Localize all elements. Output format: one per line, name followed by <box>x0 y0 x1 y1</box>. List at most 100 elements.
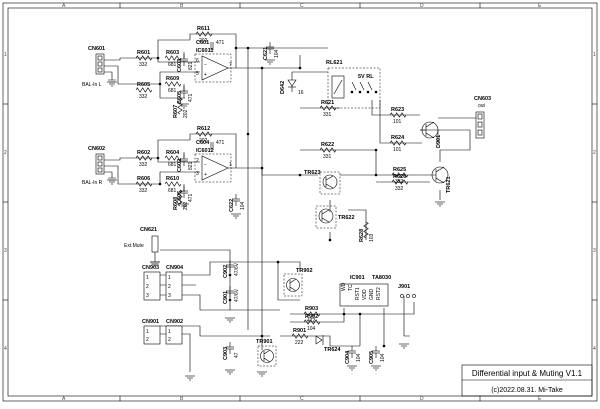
grid-row-2-right: 2 <box>593 150 596 156</box>
cn903-pin-1: 1 <box>146 275 149 281</box>
cn902-pin-2: 2 <box>168 337 171 343</box>
resistor-value: 332 <box>139 188 148 194</box>
junction-dot <box>260 334 264 338</box>
tr623-ref: TR622 <box>338 215 355 221</box>
cn904-pin-1: 1 <box>168 275 171 281</box>
resistor-value: 332 <box>395 179 404 185</box>
connector-cn903-cn904: CN903 CN904 1 2 3 1 2 3 <box>142 265 184 301</box>
capacitor-ref: C605 <box>177 91 183 104</box>
d642-ref: D642 <box>280 81 286 94</box>
junction-dot <box>298 173 302 177</box>
ground-symbol <box>225 369 235 375</box>
capacitor-ref: C904 <box>345 350 351 364</box>
cn902-ref: CN902 <box>166 319 183 325</box>
resistor-value: 331 <box>323 112 332 118</box>
junction-dot <box>298 66 302 70</box>
transistor-tr622: TR621 <box>430 166 452 193</box>
junction-dot <box>158 182 162 186</box>
capacitor-ref: C602 <box>177 159 183 172</box>
junction-dot <box>228 298 232 302</box>
junction-dot <box>342 312 346 316</box>
grid-row-3: 3 <box>4 248 7 254</box>
resistor-ref: R621 <box>321 100 334 106</box>
title-block: Differential input & Muting V1.1 (c)2022… <box>461 364 593 397</box>
junction-dot <box>382 344 386 348</box>
tr621-ref: D901 <box>436 135 442 148</box>
resistor-value: 101 <box>393 119 402 125</box>
junction-dot <box>374 173 378 177</box>
resistor-value: 104 <box>307 326 316 332</box>
connector-j901: J901 <box>398 284 416 298</box>
ground-symbol <box>225 317 235 323</box>
transistor-tr623: TR622 <box>315 205 355 229</box>
ic6011-plus: + <box>204 72 207 78</box>
grid-row-1: 1 <box>4 52 7 58</box>
grid-col-b-bottom: B <box>180 396 184 402</box>
resistor-value: 332 <box>139 94 148 100</box>
ic6011-pin-5: 5 <box>196 71 199 77</box>
resistor-ref: R612 <box>197 126 210 132</box>
grid-col-e: E <box>538 3 542 9</box>
ground-symbol <box>257 371 267 377</box>
resistor-ref: R602 <box>137 150 150 156</box>
capacitor-value: 821 <box>188 61 194 70</box>
grid-col-a: A <box>62 3 66 9</box>
ground-layer <box>107 59 445 381</box>
resistor-ref: R608 <box>173 197 179 210</box>
relay-rl621: RL621 5V RL <box>326 60 381 109</box>
junction-dot <box>260 166 264 170</box>
resistor-value: 222 <box>295 340 304 346</box>
resistor-value: 332 <box>139 162 148 168</box>
resistor-ref: R622 <box>321 142 334 148</box>
junction-dot <box>228 273 232 277</box>
grid-col-d-bottom: D <box>420 396 424 402</box>
resistor-ref: R611 <box>197 26 210 32</box>
junction-dot <box>156 56 160 60</box>
ground-symbol <box>435 201 445 207</box>
connector-cn602: CN602 BAL-In R <box>82 146 116 186</box>
resistor-r602: R602 332 <box>135 150 153 168</box>
ic6012-plus: + <box>204 172 207 178</box>
tr901-ref: TR901 <box>256 339 273 345</box>
ic901-pin-rst1: RST1 <box>355 287 361 300</box>
capacitor-ref: C905 <box>369 351 375 364</box>
ic901-pin-rst2: RST2 <box>376 287 382 300</box>
grid-row-4: 4 <box>4 346 7 352</box>
tr902-ref: TR902 <box>296 268 313 274</box>
diode-d901: TR624 <box>315 335 341 353</box>
connector-cn621: CN621 Ext.Mute <box>124 227 160 265</box>
grid-col-c-bottom: C <box>300 396 304 402</box>
resistor-value: 332 <box>139 62 148 68</box>
ic6012-minus: − <box>204 162 207 168</box>
ic901-pin-wd: WD <box>341 282 347 291</box>
grid-col-e-bottom: E <box>538 396 542 402</box>
cn602-note: BAL-In R <box>82 180 103 186</box>
resistor-value: 681 <box>168 62 177 68</box>
resistor-ref: R609 <box>166 76 179 82</box>
resistor-r609: R609 681 <box>164 76 182 94</box>
capacitor-ref: C601 <box>196 40 209 46</box>
ic901-pin-vdd: VDD <box>362 289 368 300</box>
ground-symbol <box>371 365 381 371</box>
resistor-value: 681 <box>168 188 177 194</box>
resistor-value: 202 <box>199 38 208 44</box>
cn601-note: BAL-In L <box>82 82 102 88</box>
sheet-frame <box>2 2 598 402</box>
resistor-ref: R626 <box>393 174 406 180</box>
resistor-value: 681 <box>168 88 177 94</box>
resistor-value: 332 <box>395 186 404 192</box>
resistor-ref: R604 <box>166 150 180 156</box>
capacitor-ref: C901 <box>223 291 229 304</box>
capacitor-ref: C604 <box>196 140 210 146</box>
resistor-ref: R902 <box>305 314 318 320</box>
